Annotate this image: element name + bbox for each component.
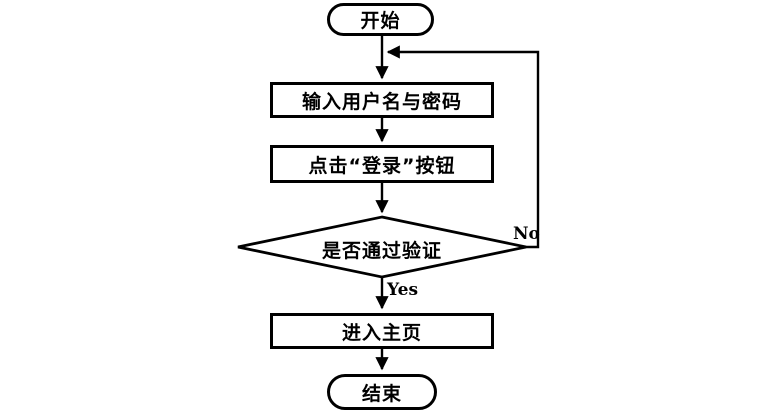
- process-enter-home: 进入主页: [270, 313, 494, 349]
- yes-edge-label: Yes: [387, 280, 419, 300]
- edge-no-loop: [386, 45, 540, 249]
- start-node: 开始: [327, 3, 434, 36]
- decision-diamond-shape: [237, 215, 527, 279]
- process-click-login-button: 点击“登录”按钮: [270, 145, 494, 183]
- no-edge-label: No: [513, 224, 540, 244]
- end-node: 结束: [327, 374, 437, 410]
- process-input-credentials: 输入用户名与密码: [270, 82, 494, 118]
- decision-verify-label: 是否通过验证: [321, 240, 442, 262]
